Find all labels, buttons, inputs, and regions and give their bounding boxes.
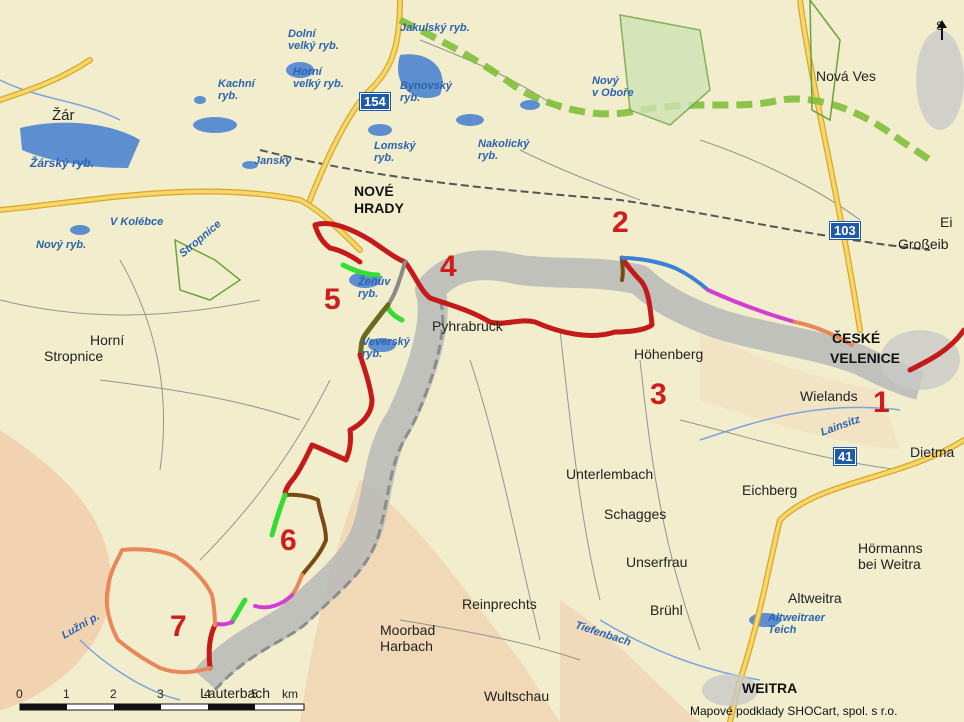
- route-number-4: 4: [440, 250, 457, 283]
- label-reinprechts: Reinprechts: [462, 596, 537, 612]
- route-stage-6-magenta: [253, 593, 294, 610]
- label-jakulsky-ryb: Jakulský ryb.: [400, 22, 470, 34]
- label-nova-ves: Nová Ves: [816, 68, 876, 84]
- route-stage-5-gray: [386, 260, 407, 307]
- scale-tick-4: 4: [204, 687, 211, 701]
- scale-tick-1: 1: [63, 687, 70, 701]
- label-lomsky-ryb: Lomský ryb.: [374, 140, 416, 164]
- label-novy-obore: Nový v Oboře: [592, 75, 634, 99]
- road-badge-103: 103: [829, 221, 861, 240]
- label-eichberg: Eichberg: [742, 482, 798, 498]
- route-number-3: 3: [650, 378, 667, 411]
- label-bruhl: Brühl: [650, 602, 683, 618]
- highland-area-se: [560, 600, 700, 722]
- label-unterlembach: Unterlembach: [566, 466, 654, 482]
- route-stage-2-orange: [793, 320, 854, 347]
- town-areas: [702, 30, 964, 706]
- label-unserfrau: Unserfrau: [626, 554, 688, 570]
- route-stage-2-blue: [620, 256, 710, 292]
- map-credit: Mapové podklady SHOCart, spol. s r.o.: [690, 704, 898, 718]
- label-novy-ryb: Nový ryb.: [36, 239, 87, 251]
- label-ei: Ei: [940, 214, 953, 230]
- border-band: [193, 250, 924, 691]
- route-stub-2: [620, 256, 625, 282]
- label-dietma: Dietma: [910, 444, 955, 460]
- route-stage-5-green-b: [385, 305, 405, 323]
- label-moorbad-harbach: Moorbad Harbach: [380, 622, 436, 654]
- route-stage-7-magenta: [216, 620, 234, 627]
- route-stage-4-b: [312, 222, 363, 265]
- label-v-kolebce: V Kolébce: [110, 216, 164, 228]
- label-stropnice: Stropnice: [44, 348, 104, 364]
- scale-unit: km: [282, 687, 298, 701]
- label-ceske: ČESKÉ: [832, 330, 881, 346]
- route-stage-7-loop: [104, 547, 217, 675]
- north-arrow-icon: [937, 20, 947, 40]
- route-stage-6-red: [282, 352, 375, 498]
- compass: S: [936, 20, 947, 40]
- route-stage-6-green-b: [229, 597, 248, 625]
- reserve-area: [619, 14, 711, 126]
- road-badge-154: 154: [359, 92, 391, 111]
- label-nove: NOVÉ: [354, 183, 394, 199]
- route-stage-6-brown: [283, 492, 328, 577]
- route-stage-1: [907, 327, 964, 373]
- route-stage-7-red: [206, 622, 218, 671]
- label-jansky: Janský: [254, 155, 292, 167]
- label-bynovsky-ryb: Bynovský ryb.: [400, 80, 452, 104]
- highland-area-west: [0, 430, 112, 710]
- label-hohenberg: Höhenberg: [634, 346, 704, 362]
- label-zar: Žár: [52, 107, 75, 124]
- label-lauterbach: Lauterbach: [200, 685, 271, 701]
- label-schagges: Schagges: [604, 506, 667, 522]
- road-badge-41: 41: [832, 447, 858, 466]
- minor-roads: [0, 39, 901, 661]
- label-zarsky-ryb: Žárský ryb.: [30, 156, 95, 170]
- label-hrady: HRADY: [354, 200, 404, 216]
- label-versky-ryb: Veverský ryb.: [362, 336, 410, 360]
- label-zevluv-ryb: Žeňův ryb.: [358, 276, 391, 300]
- label-nakolicky-ryb: Nakolický ryb.: [478, 138, 530, 162]
- route-stage-5-olive: [357, 302, 391, 358]
- route-stage-6-green: [269, 492, 288, 538]
- route-stage-5-green: [340, 262, 381, 278]
- label-altweitra: Altweitra: [788, 590, 842, 606]
- highland-area-east: [700, 330, 900, 450]
- label-weitra: WEITRA: [742, 680, 798, 696]
- route-number-5: 5: [324, 283, 341, 316]
- scale-tick-0: 0: [16, 687, 23, 701]
- route-stage-4: [312, 221, 655, 338]
- protected-area-boundary: [398, 16, 932, 163]
- reserve-area-2: [174, 238, 242, 301]
- label-wultschau: Wultschau: [484, 688, 550, 704]
- label-pyhrabruck: Pyhrabruck: [432, 318, 503, 334]
- scale-tick-2: 2: [110, 687, 117, 701]
- route-number-1: 1: [873, 386, 890, 419]
- label-velenice: VELENICE: [830, 350, 901, 366]
- route-number-6: 6: [280, 524, 297, 557]
- route-number-2: 2: [612, 206, 629, 239]
- label-altweitraer-teich: Altweitraer Teich: [768, 612, 825, 636]
- label-kachni-ryb: Kachní ryb.: [218, 78, 255, 102]
- route-stage-2-magenta: [706, 288, 797, 324]
- border-line: [213, 299, 445, 691]
- scale-bar: 0 1 2 3 4 5 km: [14, 686, 310, 716]
- scale-tick-5: 5: [251, 687, 258, 701]
- label-wielands: Wielands: [800, 388, 858, 404]
- label-grossb: Großeib: [898, 236, 949, 252]
- railway: [259, 149, 931, 251]
- label-dolni-ryb: Dolní velký ryb.: [288, 28, 339, 52]
- label-horni: Horní: [90, 332, 125, 348]
- route-number-7: 7: [170, 610, 187, 643]
- label-hormanns: Hörmanns bei Weitra: [858, 540, 923, 572]
- scale-tick-3: 3: [157, 687, 164, 701]
- scale-bar-graphic: [19, 703, 305, 711]
- reserve-area-3: [809, 0, 841, 122]
- label-horni-ryb: Horní velký ryb.: [293, 66, 344, 90]
